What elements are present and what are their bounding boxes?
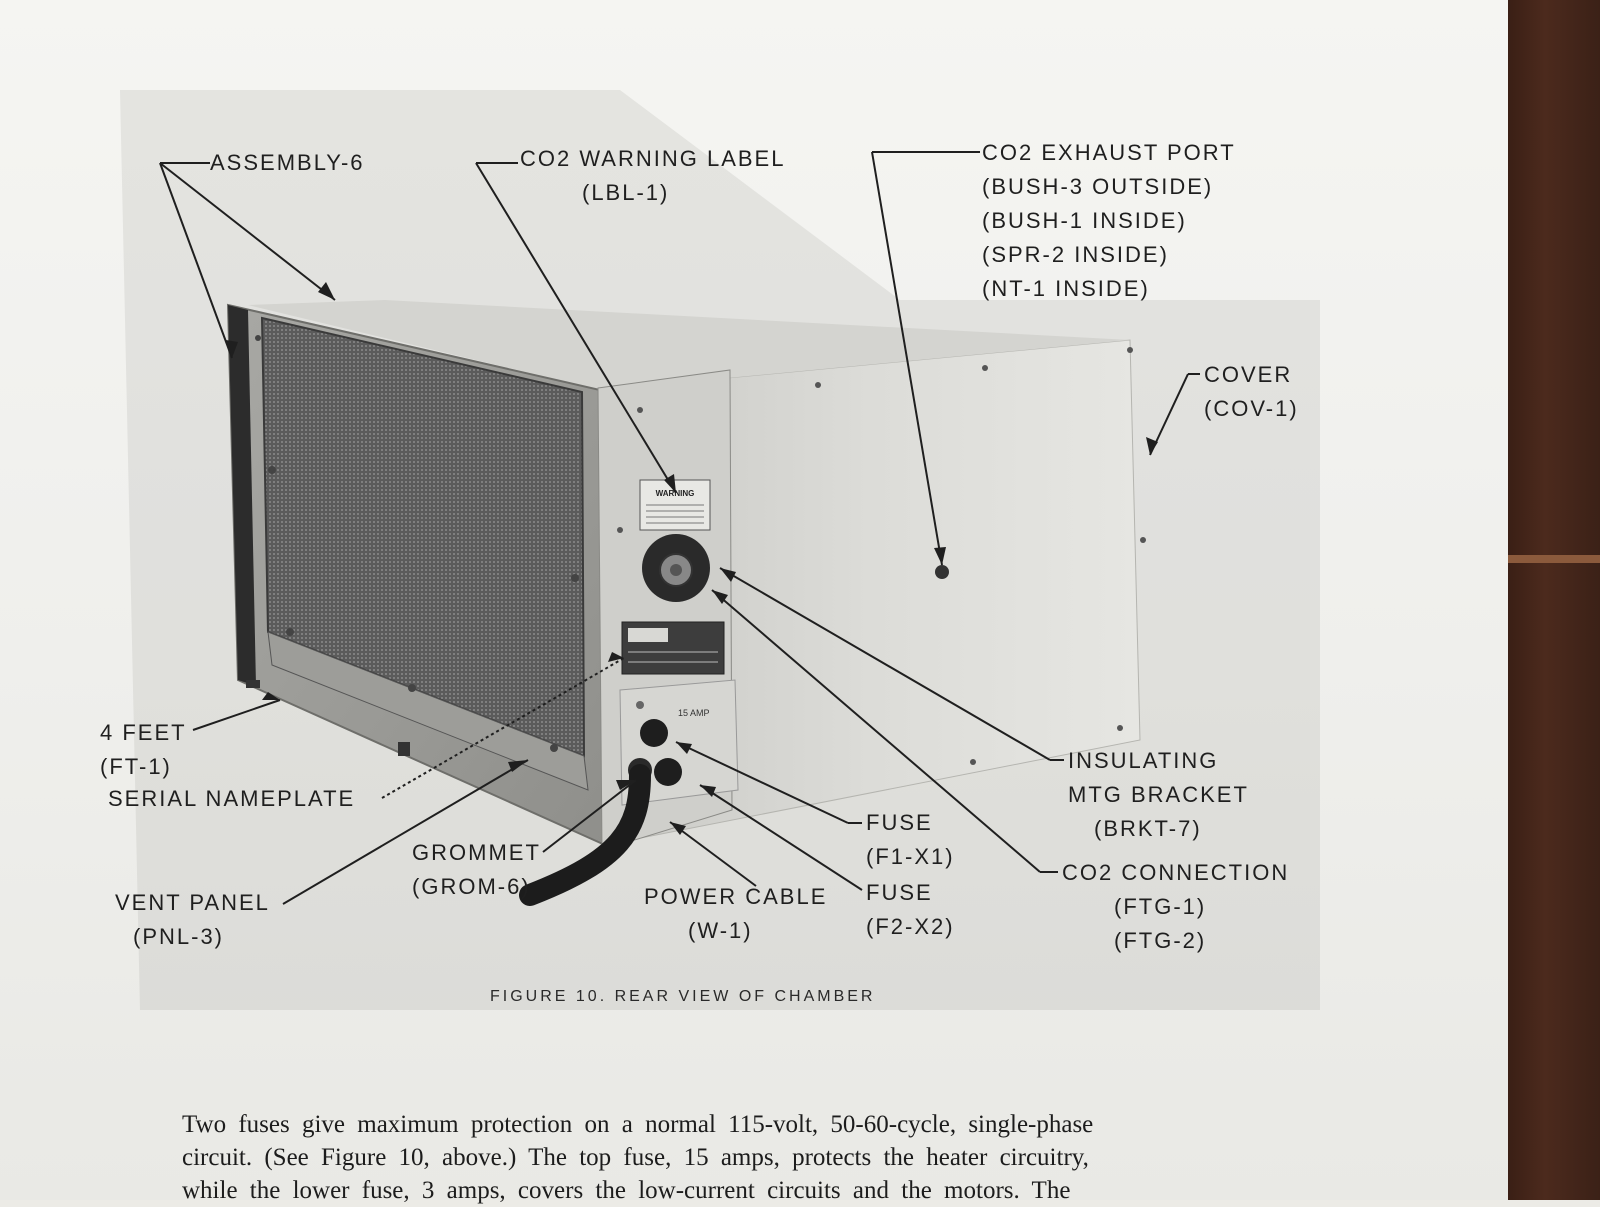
warning-sticker-fine-print bbox=[646, 504, 704, 524]
label-vent-line-2: (PNL-3) bbox=[133, 924, 225, 949]
label-vent-panel: VENT PANEL (PNL-3) bbox=[115, 886, 270, 954]
frame-screws bbox=[255, 335, 579, 752]
wooden-seam bbox=[1508, 555, 1600, 563]
fuse-holder-bottom bbox=[654, 758, 682, 786]
warning-sticker-text: WARNING bbox=[656, 489, 695, 498]
label-co2-exhaust-port: CO2 EXHAUST PORT (BUSH-3 OUTSIDE) (BUSH-… bbox=[982, 136, 1236, 306]
wooden-background-edge bbox=[1508, 0, 1600, 1200]
fuse-amp-marking: 15 AMP bbox=[678, 708, 710, 718]
label-co2-warning-line-1: CO2 WARNING LABEL bbox=[520, 146, 786, 171]
label-fuse2-line-1: FUSE bbox=[866, 880, 933, 905]
label-serial-nameplate: SERIAL NAMEPLATE bbox=[108, 782, 355, 816]
body-line-1: Two fuses give maximum protection on a n… bbox=[182, 1111, 1094, 1138]
label-bracket-line-3: (BRKT-7) bbox=[1094, 816, 1202, 841]
body-line-2: circuit. (See Figure 10, above.) The top… bbox=[182, 1144, 1089, 1171]
label-cover-line-2: (COV-1) bbox=[1204, 396, 1299, 421]
label-fuse-2: FUSE (F2-X2) bbox=[866, 876, 955, 944]
label-cable-line-2: (W-1) bbox=[688, 918, 753, 943]
label-co2-connection: CO2 CONNECTION (FTG-1) (FTG-2) bbox=[1062, 856, 1289, 958]
label-assembly: ASSEMBLY-6 bbox=[210, 146, 365, 180]
label-connection-line-1: CO2 CONNECTION bbox=[1062, 860, 1290, 885]
co2-exhaust-port-hole bbox=[935, 565, 949, 579]
chamber-feet bbox=[246, 680, 410, 756]
label-co2-warning-line-2: (LBL-1) bbox=[582, 180, 670, 205]
label-feet: 4 FEET (FT-1) bbox=[100, 716, 187, 784]
chamber-photo: WARNING 15 AMP bbox=[120, 90, 1320, 1010]
panel-screw bbox=[636, 701, 644, 709]
body-line-3: while the lower fuse, 3 amps, covers the… bbox=[182, 1177, 1071, 1204]
power-cable bbox=[519, 764, 651, 906]
vent-panel-frame bbox=[267, 631, 589, 791]
label-grommet-line-2: (GROM-6) bbox=[412, 874, 531, 899]
chamber-top-edge bbox=[248, 300, 1130, 390]
co2-connection-bore bbox=[670, 564, 682, 576]
leader-lines bbox=[159, 151, 1200, 905]
body-paragraph: Two fuses give maximum protection on a n… bbox=[182, 1108, 1312, 1207]
label-exhaust-line-1: CO2 EXHAUST PORT bbox=[982, 140, 1236, 165]
label-feet-line-1: 4 FEET bbox=[100, 720, 187, 745]
label-cover-line-1: COVER bbox=[1204, 362, 1293, 387]
side-panel-screws bbox=[617, 347, 1146, 765]
label-assembly-line: ASSEMBLY-6 bbox=[210, 150, 365, 175]
label-fuse1-line-1: FUSE bbox=[866, 810, 933, 835]
label-power-cable: POWER CABLE (W-1) bbox=[644, 880, 827, 948]
nameplate-logo-area bbox=[628, 628, 668, 642]
label-exhaust-line-2: (BUSH-3 OUTSIDE) bbox=[982, 174, 1214, 199]
figure-caption: FIGURE 10. REAR VIEW OF CHAMBER bbox=[490, 988, 876, 1005]
label-fuse1-line-2: (F1-X1) bbox=[866, 844, 955, 869]
nameplate-rows bbox=[628, 651, 718, 663]
leader-arrowheads bbox=[226, 282, 1158, 835]
label-fuse2-line-2: (F2-X2) bbox=[866, 914, 955, 939]
label-exhaust-line-5: (NT-1 INSIDE) bbox=[982, 276, 1150, 301]
label-cable-line-1: POWER CABLE bbox=[644, 884, 828, 909]
label-bracket-line-2: MTG BRACKET bbox=[1068, 782, 1249, 807]
label-exhaust-line-3: (BUSH-1 INSIDE) bbox=[982, 208, 1187, 233]
label-co2-warning: CO2 WARNING LABEL (LBL-1) bbox=[520, 142, 785, 210]
label-connection-line-2: (FTG-1) bbox=[1114, 894, 1207, 919]
label-feet-line-2: (FT-1) bbox=[100, 754, 172, 779]
label-serial-line: SERIAL NAMEPLATE bbox=[108, 786, 356, 811]
label-exhaust-line-4: (SPR-2 INSIDE) bbox=[982, 242, 1169, 267]
label-bracket-line-1: INSULATING bbox=[1068, 748, 1219, 773]
label-fuse-1: FUSE (F1-X1) bbox=[866, 806, 955, 874]
label-grommet: GROMMET (GROM-6) bbox=[412, 836, 541, 904]
label-grommet-line-1: GROMMET bbox=[412, 840, 541, 865]
label-cover: COVER (COV-1) bbox=[1204, 358, 1299, 426]
fuse-holder-top bbox=[640, 719, 668, 747]
label-insulating-bracket: INSULATING MTG BRACKET (BRKT-7) bbox=[1068, 744, 1249, 846]
chamber-left-edge bbox=[228, 305, 256, 686]
label-connection-line-3: (FTG-2) bbox=[1114, 928, 1207, 953]
label-vent-line-1: VENT PANEL bbox=[115, 890, 270, 915]
